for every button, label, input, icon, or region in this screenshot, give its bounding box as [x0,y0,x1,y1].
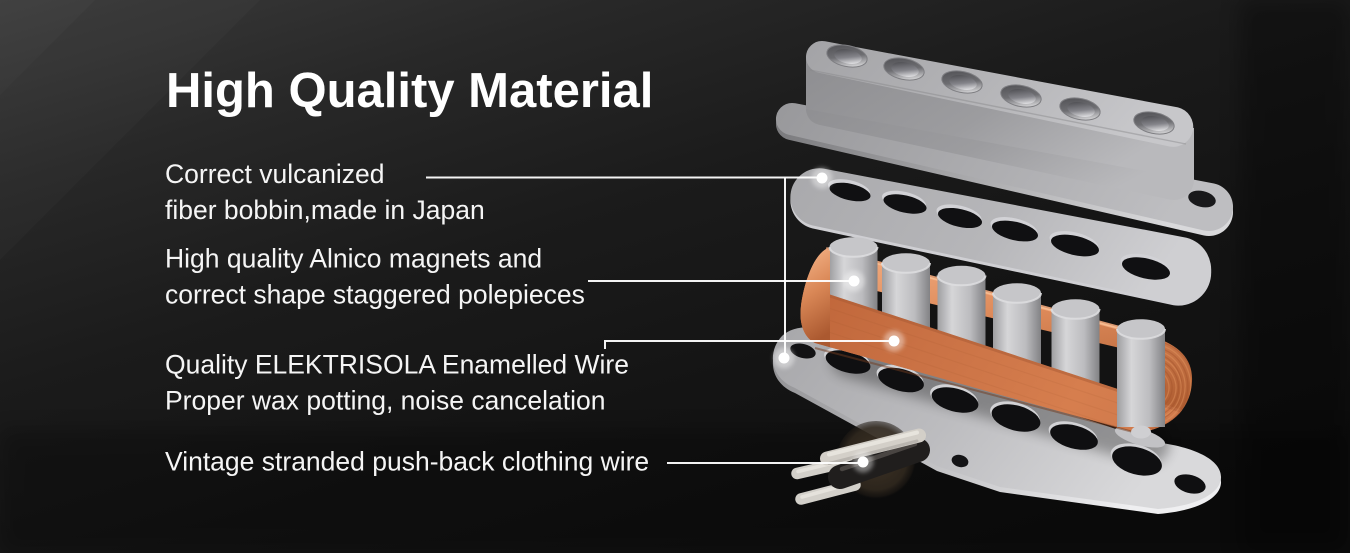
svg-text:Quality ELEKTRISOLA Enamelled: Quality ELEKTRISOLA Enamelled Wire [165,350,629,380]
svg-text:High quality Alnico magnets an: High quality Alnico magnets and [165,244,542,274]
svg-text:High Quality Material: High Quality Material [166,64,653,118]
svg-text:Vintage stranded push-back clo: Vintage stranded push-back clothing wire [165,447,649,477]
svg-text:Correct vulcanized: Correct vulcanized [165,159,384,189]
svg-text:correct shape staggered polepi: correct shape staggered polepieces [165,280,585,310]
svg-text:Proper wax potting, noise canc: Proper wax potting, noise cancelation [165,386,605,416]
svg-text:fiber bobbin,made in Japan: fiber bobbin,made in Japan [165,195,485,225]
